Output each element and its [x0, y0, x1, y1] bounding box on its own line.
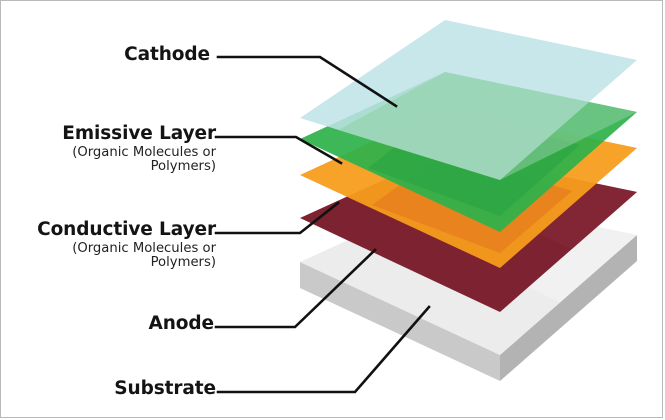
leader-line-substrate — [216, 305, 431, 394]
label-emissive-subtitle-line2: Polymers) — [150, 159, 216, 175]
label-conductive-title: Conductive Layer — [37, 219, 216, 240]
label-conductive-subtitle-line2: Polymers) — [150, 255, 216, 271]
substrate-side-right — [500, 235, 637, 381]
layer-cathode — [300, 20, 637, 180]
leader-line-anode — [214, 248, 377, 329]
leader-line-emissive — [214, 135, 343, 165]
leader-line-cathode — [216, 55, 398, 108]
substrate-side-left — [300, 262, 500, 381]
label-anode: Anode — [148, 313, 215, 334]
label-conductive-subtitle: (Organic Molecules or Polymers) — [37, 242, 216, 270]
leader-lines — [214, 55, 431, 394]
label-substrate: Substrate — [114, 378, 216, 399]
label-emissive-subtitle: (Organic Molecules or Polymers) — [62, 146, 216, 174]
label-cathode-title: Cathode — [124, 44, 210, 65]
label-emissive: Emissive Layer (Organic Molecules or Pol… — [62, 124, 216, 174]
label-cathode: Cathode — [124, 44, 210, 65]
label-anode-title: Anode — [148, 313, 215, 334]
leader-line-conductive — [214, 201, 340, 235]
label-conductive-subtitle-line1: (Organic Molecules or — [72, 241, 216, 257]
cathode-over-green-shade — [338, 72, 637, 180]
label-conductive: Conductive Layer (Organic Molecules or P… — [37, 220, 216, 270]
label-substrate-title: Substrate — [114, 378, 216, 399]
label-emissive-title: Emissive Layer — [62, 123, 216, 144]
label-emissive-subtitle-line1: (Organic Molecules or — [72, 145, 216, 161]
